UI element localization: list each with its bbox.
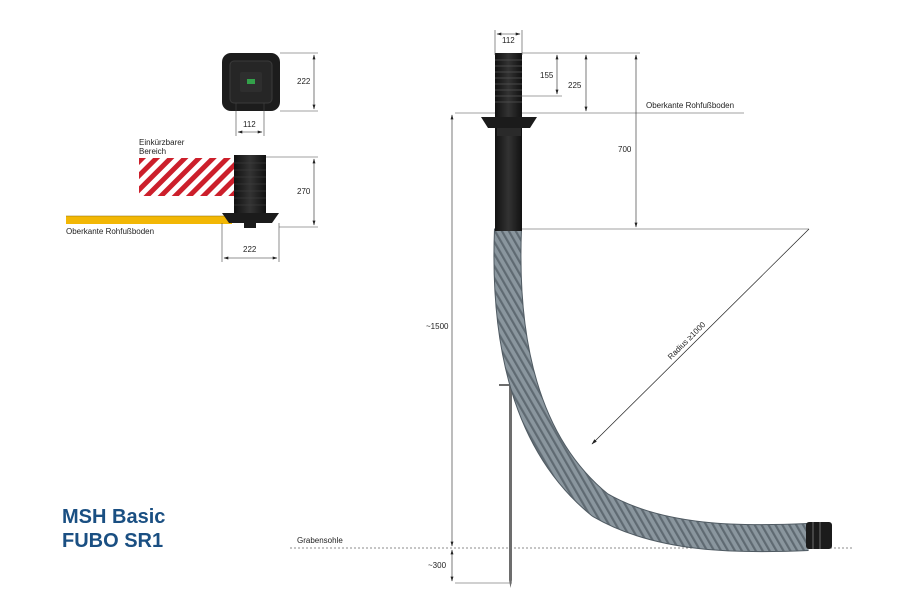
dim-top-view-inner-width: 112 xyxy=(243,120,256,129)
lid-indicator-icon xyxy=(247,79,255,84)
dim-side-view-height: 270 xyxy=(297,187,311,196)
housing-ribs xyxy=(234,162,266,206)
corrugated-conduit xyxy=(493,228,809,553)
floor-edge-label-right: Oberkante Rohfußboden xyxy=(646,101,734,110)
trench-bottom-label: Grabensohle xyxy=(297,536,343,545)
cuttable-area-hatch xyxy=(139,158,237,196)
radius-label: Radius ≥1000 xyxy=(666,320,708,362)
side-view-spigot xyxy=(244,223,256,228)
dim-depth-700: 700 xyxy=(618,145,632,154)
product-title-line1: MSH Basic xyxy=(62,506,166,528)
radius-arrow xyxy=(591,228,810,445)
floor-flange xyxy=(481,117,537,128)
dim-depth-1500: ~1500 xyxy=(426,322,449,331)
side-view-base xyxy=(222,213,279,223)
floor-band-left xyxy=(66,216,232,224)
ground-stake xyxy=(509,330,512,580)
dim-upper-155: 155 xyxy=(540,71,554,80)
dim-depth-300: ~300 xyxy=(428,561,447,570)
main-assembly: Oberkante Rohfußboden Grabensohle xyxy=(290,30,852,588)
dim-side-view-base-width: 222 xyxy=(243,245,257,254)
cuttable-area-label-1: Einkürzbarer xyxy=(139,138,185,147)
cuttable-area-label-2: Bereich xyxy=(139,147,166,156)
top-housing xyxy=(495,53,522,117)
floor-edge-label-left: Oberkante Rohfußboden xyxy=(66,227,154,236)
top-housing-ribs xyxy=(495,59,522,103)
dim-top-view-height: 222 xyxy=(297,77,311,86)
dim-pipe-width: 112 xyxy=(502,36,515,45)
riser-pipe xyxy=(495,128,522,231)
side-view: Einkürzbarer Bereich Oberkante Rohfußbod… xyxy=(66,138,318,262)
top-view: 222 112 xyxy=(222,52,318,136)
dim-upper-225: 225 xyxy=(568,81,582,90)
product-title-line2: FUBO SR1 xyxy=(62,530,164,552)
